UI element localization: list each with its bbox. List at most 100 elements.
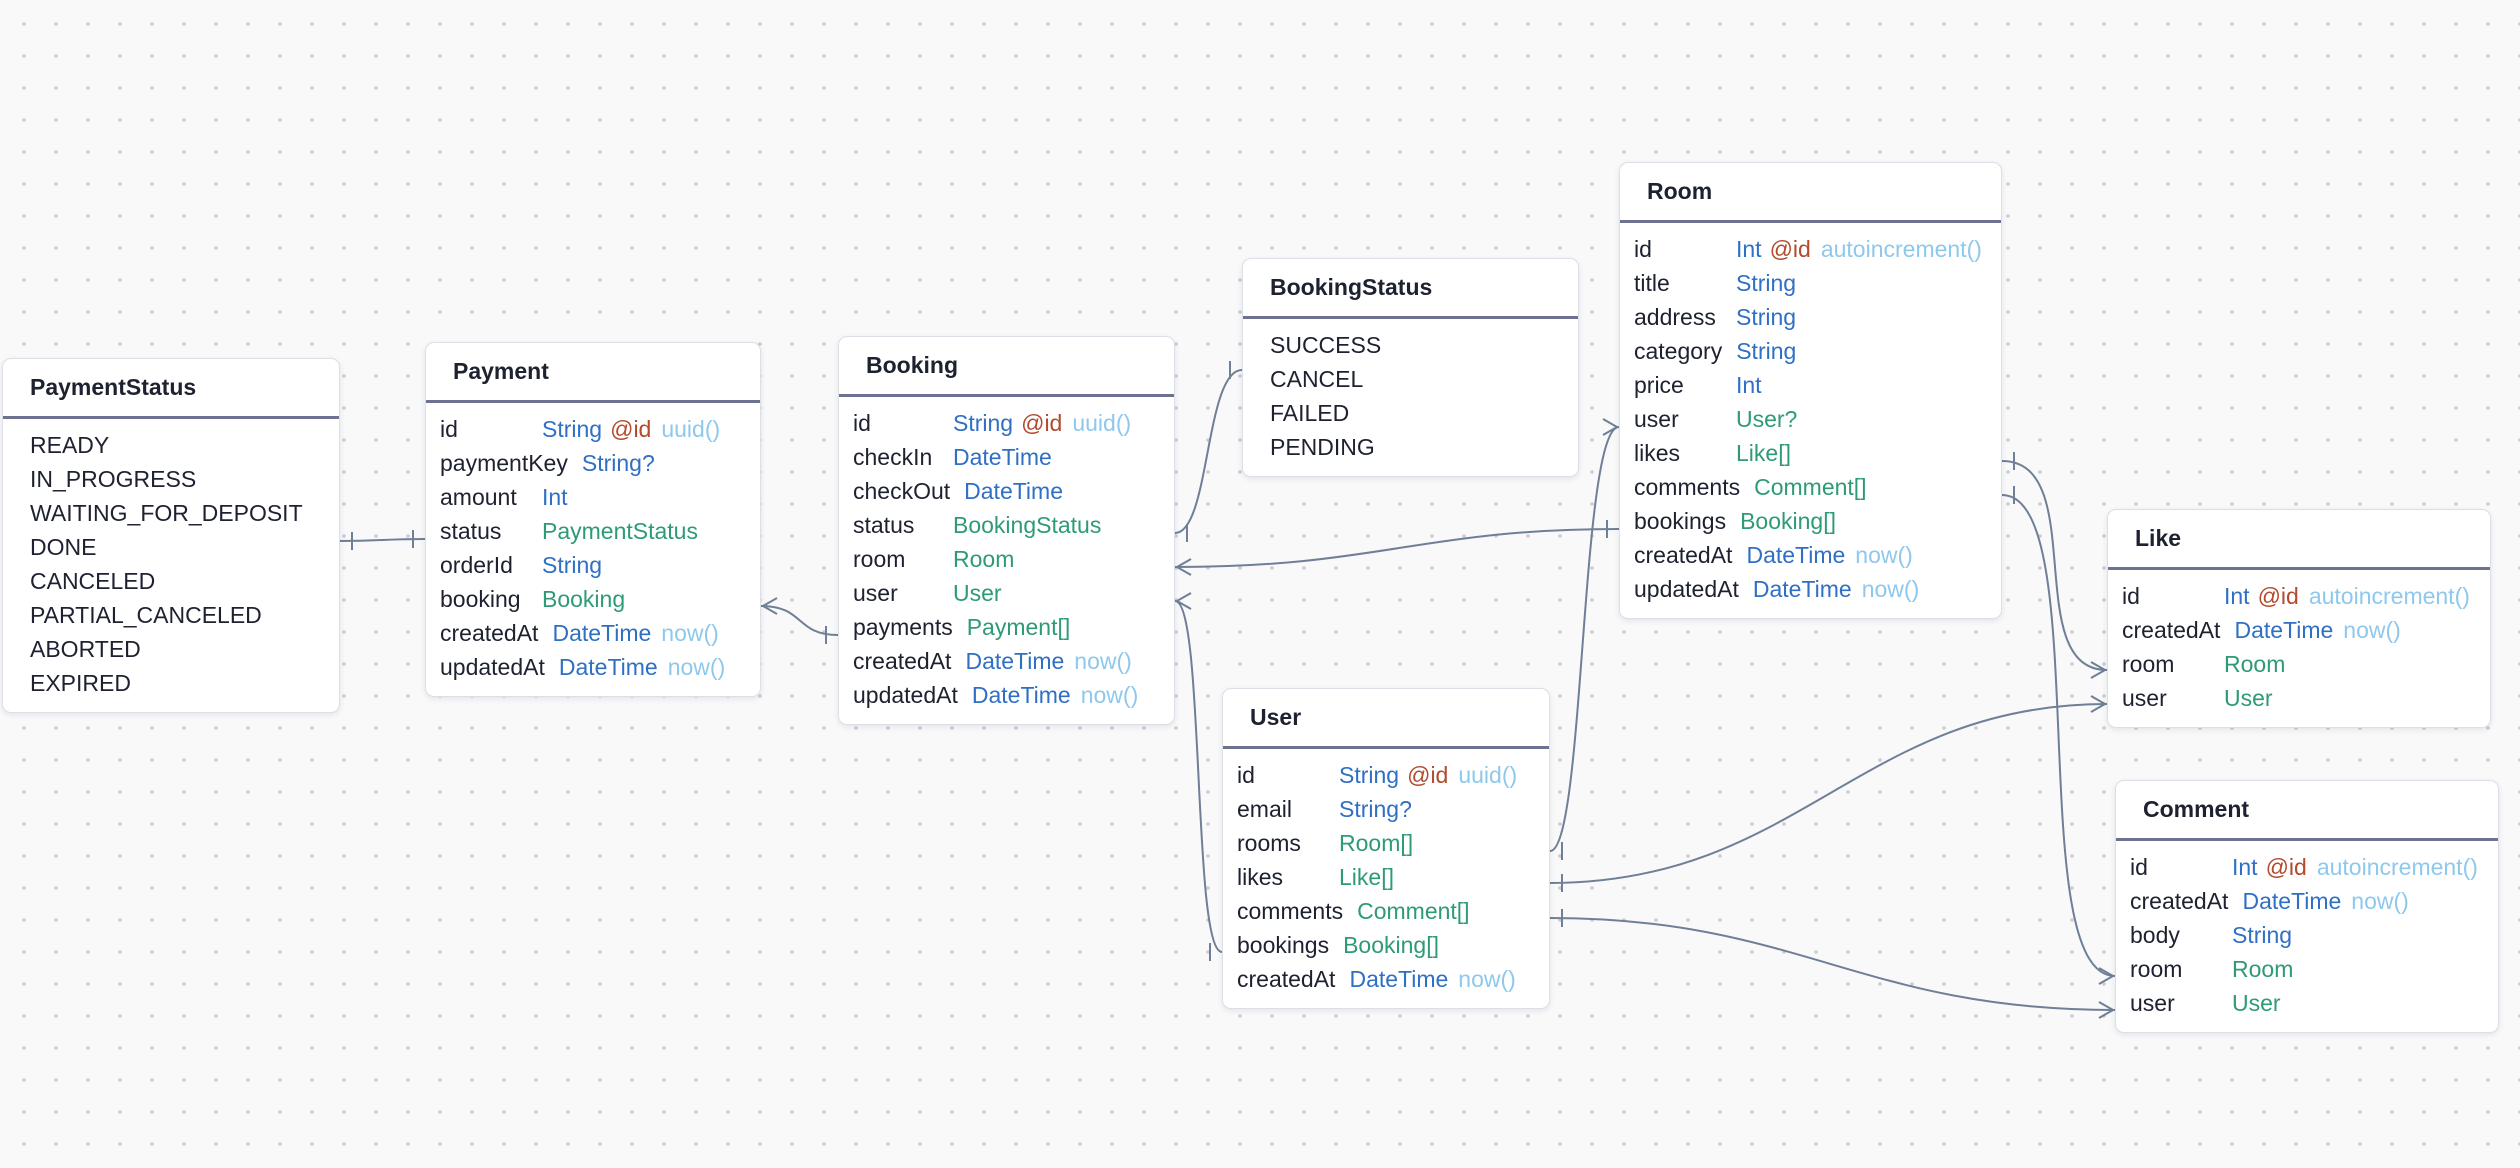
field-name: bookings bbox=[1634, 508, 1727, 534]
relation-edge-2 bbox=[760, 605, 839, 636]
relation-edge-1 bbox=[339, 538, 426, 542]
field-name: room bbox=[2122, 651, 2175, 677]
enum-value[interactable]: CANCELED bbox=[30, 568, 156, 594]
enum-value[interactable]: ABORTED bbox=[30, 636, 141, 662]
field-name: createdAt bbox=[1634, 542, 1733, 568]
enum-value[interactable]: DONE bbox=[30, 534, 97, 560]
field-name: price bbox=[1634, 372, 1684, 398]
field-default: now() bbox=[661, 620, 719, 646]
enum-value[interactable]: SUCCESS bbox=[1270, 332, 1382, 358]
field-type: Room bbox=[2224, 651, 2286, 677]
field-type: Payment[] bbox=[966, 614, 1071, 640]
enum-value[interactable]: CANCEL bbox=[1270, 366, 1364, 392]
model-title: Booking bbox=[839, 337, 1174, 397]
field-type: String? bbox=[581, 450, 655, 476]
field-row[interactable]: status BookingStatus bbox=[839, 508, 1174, 542]
many-marker bbox=[762, 597, 778, 607]
many-marker bbox=[1602, 418, 1618, 428]
field-name: address bbox=[1634, 304, 1716, 330]
field-type: DateTime bbox=[1752, 576, 1852, 602]
field-name: body bbox=[2130, 922, 2180, 948]
field-type: String bbox=[1736, 304, 1797, 330]
enum-value[interactable]: PENDING bbox=[1270, 434, 1375, 460]
field-type: String bbox=[1736, 270, 1797, 296]
many-marker bbox=[2090, 669, 2106, 679]
field-type: User bbox=[2232, 990, 2281, 1016]
field-name: id bbox=[440, 416, 458, 442]
enum-value[interactable]: PARTIAL_CANCELED bbox=[30, 602, 262, 628]
relation-edge-5 bbox=[1174, 600, 1223, 953]
model-title: Room bbox=[1620, 163, 2001, 223]
enum-value[interactable]: IN_PROGRESS bbox=[30, 466, 197, 492]
field-type: String bbox=[1339, 762, 1400, 788]
enum-value[interactable]: EXPIRED bbox=[30, 670, 131, 696]
field-name: id bbox=[1237, 762, 1255, 788]
field-name: orderId bbox=[440, 552, 513, 578]
field-type: Comment[] bbox=[1357, 898, 1470, 924]
enum-value[interactable]: FAILED bbox=[1270, 400, 1350, 426]
many-marker bbox=[2098, 967, 2114, 977]
many-marker bbox=[2090, 703, 2106, 713]
field-row[interactable]: room Room bbox=[2108, 647, 2490, 681]
field-type: BookingStatus bbox=[953, 512, 1102, 538]
field-type: PaymentStatus bbox=[542, 518, 698, 544]
enum-value[interactable]: READY bbox=[30, 432, 110, 458]
enum-value[interactable]: WAITING_FOR_DEPOSIT bbox=[30, 500, 303, 526]
field-name: status bbox=[853, 512, 915, 538]
field-row[interactable]: address String bbox=[1620, 300, 2001, 334]
field-type: Booking bbox=[542, 586, 626, 612]
